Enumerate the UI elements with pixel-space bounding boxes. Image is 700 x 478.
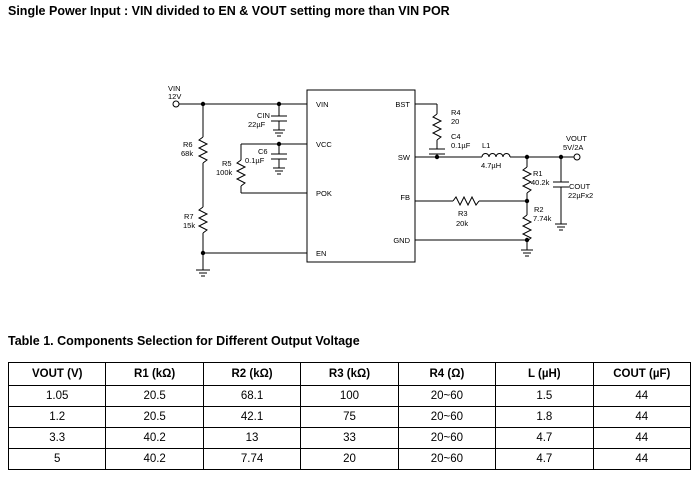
table-cell: 68.1 xyxy=(202,385,302,407)
ic-pin-pok: POK xyxy=(316,189,332,198)
ic-pin-vcc: VCC xyxy=(316,140,332,149)
r3-resistor xyxy=(452,195,480,207)
r2-name: R2 xyxy=(534,205,544,214)
table-cell: 40.2 xyxy=(105,448,204,470)
table-row: 5 40.2 7.74 20 20~60 4.7 44 xyxy=(7,448,692,470)
r5-value: 100k xyxy=(216,168,233,177)
table-row: 1.2 20.5 42.1 75 20~60 1.8 44 xyxy=(7,406,692,428)
table-cell: 5 xyxy=(7,448,107,470)
header-r4: R4 (Ω) xyxy=(397,362,497,386)
table-header-row: VOUT (V) R1 (kΩ) R2 (kΩ) R3 (kΩ) R4 (Ω) … xyxy=(7,362,692,386)
r5-resistor xyxy=(235,159,247,187)
r1-value: 40.2k xyxy=(531,178,550,187)
cout-value: 22µFx2 xyxy=(568,191,593,200)
table-row: 1.05 20.5 68.1 100 20~60 1.5 44 xyxy=(7,385,692,407)
l1-inductor xyxy=(481,153,511,158)
table-cell: 20 xyxy=(300,448,399,470)
page-title: Single Power Input : VIN divided to EN &… xyxy=(8,4,450,18)
header-r1: R1 (kΩ) xyxy=(105,362,204,386)
r5-name: R5 xyxy=(222,159,232,168)
ic-pin-bst: BST xyxy=(395,100,410,109)
r6-name: R6 xyxy=(183,140,193,149)
ic-pin-sw: SW xyxy=(398,153,411,162)
cin-value: 22µF xyxy=(248,120,266,129)
vout-value: 5V/2A xyxy=(563,143,583,152)
r7-resistor xyxy=(197,206,209,234)
table-cell: 40.2 xyxy=(105,427,204,449)
header-cout: COUT (µF) xyxy=(592,362,692,386)
vout-label: VOUT xyxy=(566,134,587,143)
r7-value: 15k xyxy=(183,221,195,230)
header-l: L (µH) xyxy=(495,362,594,386)
r6-value: 68k xyxy=(181,149,193,158)
table-cell: 44 xyxy=(592,385,692,407)
r1-name: R1 xyxy=(533,169,543,178)
table-cell: 44 xyxy=(592,448,692,470)
r7-name: R7 xyxy=(184,212,194,221)
table-cell: 20~60 xyxy=(397,406,497,428)
vin-terminal xyxy=(172,100,180,108)
header-r2: R2 (kΩ) xyxy=(202,362,302,386)
table-cell: 13 xyxy=(202,427,302,449)
table-cell: 20.5 xyxy=(105,406,204,428)
c6-value: 0.1µF xyxy=(245,156,265,165)
ic-body xyxy=(306,89,416,263)
c6-name: C6 xyxy=(258,147,268,156)
table-cell: 100 xyxy=(300,385,399,407)
vin-label: VIN xyxy=(168,84,181,93)
header-vout: VOUT (V) xyxy=(7,362,107,386)
c4-value: 0.1µF xyxy=(451,141,471,150)
table-cell: 4.7 xyxy=(495,448,594,470)
table-cell: 20.5 xyxy=(105,385,204,407)
r2-value: 7.74k xyxy=(533,214,552,223)
c4-name: C4 xyxy=(451,132,461,141)
table-cell: 4.7 xyxy=(495,427,594,449)
table-cell: 1.8 xyxy=(495,406,594,428)
l1-name: L1 xyxy=(482,141,490,150)
table-cell: 20~60 xyxy=(397,448,497,470)
ic-pin-en: EN xyxy=(316,249,326,258)
table-cell: 1.5 xyxy=(495,385,594,407)
component-selection-table: VOUT (V) R1 (kΩ) R2 (kΩ) R3 (kΩ) R4 (Ω) … xyxy=(7,362,692,470)
r3-name: R3 xyxy=(458,209,468,218)
table-cell: 1.05 xyxy=(7,385,107,407)
table-row: 3.3 40.2 13 33 20~60 4.7 44 xyxy=(7,427,692,449)
circuit-schematic: VIN 12V VIN VCC POK EN BST SW FB GND CIN… xyxy=(168,84,593,277)
r4-value: 20 xyxy=(451,117,459,126)
vout-terminal xyxy=(573,153,581,161)
cin-name: CIN xyxy=(257,111,270,120)
r1-resistor xyxy=(521,166,533,194)
table-cell: 33 xyxy=(300,427,399,449)
r4-resistor xyxy=(431,113,443,141)
r6-resistor xyxy=(197,136,209,164)
table-cell: 44 xyxy=(592,406,692,428)
r3-value: 20k xyxy=(456,219,468,228)
table-cell: 44 xyxy=(592,427,692,449)
table-caption: Table 1. Components Selection for Differ… xyxy=(8,334,360,348)
ic-pin-gnd: GND xyxy=(393,236,410,245)
table-cell: 42.1 xyxy=(202,406,302,428)
table-cell: 1.2 xyxy=(7,406,107,428)
table-cell: 20~60 xyxy=(397,427,497,449)
table-cell: 75 xyxy=(300,406,399,428)
cout-name: COUT xyxy=(569,182,591,191)
header-r3: R3 (kΩ) xyxy=(300,362,399,386)
ic-pin-fb: FB xyxy=(400,193,410,202)
l1-value: 4.7µH xyxy=(481,161,501,170)
table-cell: 3.3 xyxy=(7,427,107,449)
table-cell: 20~60 xyxy=(397,385,497,407)
r2-resistor xyxy=(521,214,533,242)
vin-value: 12V xyxy=(168,92,181,101)
table-cell: 7.74 xyxy=(202,448,302,470)
r4-name: R4 xyxy=(451,108,461,117)
ic-pin-vin: VIN xyxy=(316,100,329,109)
